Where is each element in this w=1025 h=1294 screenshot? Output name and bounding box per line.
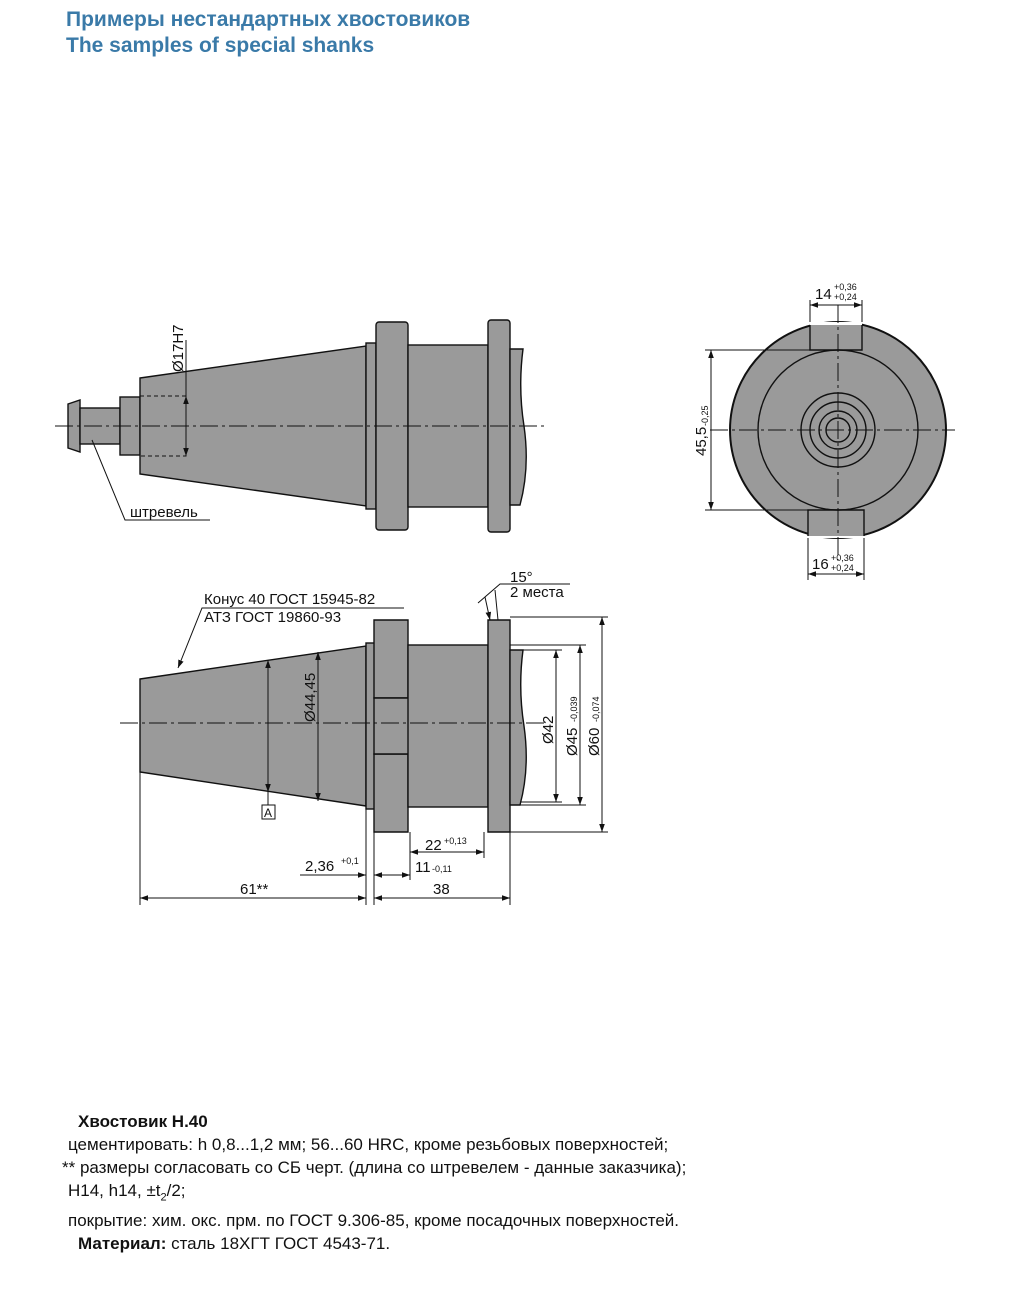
neck-bottom: [407, 644, 489, 808]
cone-bottom: [139, 645, 367, 807]
angle-places: 2 места: [510, 584, 564, 601]
bore-label: Ø17H7: [170, 324, 187, 372]
note-line-2: ** размеры согласовать со СБ черт. (длин…: [62, 1158, 687, 1177]
datum-box: [261, 804, 276, 820]
key-top-dim: 14: [815, 286, 832, 303]
d60-tol: -0,074: [591, 696, 601, 722]
technical-drawing: Ø17H7 штревель 14 +0,36 +0,24 16 +0,36 +…: [55, 282, 955, 905]
flange-right-bottom: [487, 619, 511, 833]
d45-tol: -0,039: [569, 696, 579, 722]
material-line: Материал: сталь 18ХГТ ГОСТ 4543-71.: [78, 1234, 391, 1254]
key-top-tol-low: +0,24: [834, 292, 857, 302]
dim-22-tol: +0,13: [444, 836, 467, 846]
note-line-3: Н14, h14, ±t2/2;: [68, 1181, 186, 1204]
leader-pull-stud: [91, 439, 210, 521]
title-en: The samples of special shanks: [66, 34, 375, 57]
key-bottom-tol-up: +0,36: [831, 553, 854, 563]
side-view-bottom: [139, 619, 527, 833]
dim-236: 2,36: [305, 858, 334, 875]
dim-22: 22: [425, 837, 442, 854]
notes: Хвостовик Н.40 цементировать: h 0,8...1,…: [62, 1110, 686, 1255]
dim-61: 61**: [240, 881, 269, 898]
dim-236-tol: +0,1: [341, 856, 359, 866]
cone-label: Конус 40 ГОСТ 15945-82: [204, 591, 375, 608]
note-line-4: покрытие: хим. окс. прм. по ГОСТ 9.306-8…: [68, 1211, 679, 1231]
d42-label: Ø42: [540, 716, 557, 744]
dim-38: 38: [433, 881, 450, 898]
d45-label: Ø45: [564, 728, 581, 756]
pull-stud-label: штревель: [130, 504, 198, 521]
note-line-1: цементировать: h 0,8...1,2 мм; 56...60 H…: [68, 1135, 669, 1154]
key-bottom-dim: 16: [812, 556, 829, 573]
svg-text:14: 14: [815, 286, 832, 303]
dim-11: 11: [415, 859, 431, 876]
datum-label: A: [264, 806, 272, 820]
notes-heading: Хвостовик Н.40: [78, 1112, 208, 1131]
d60-label: Ø60: [586, 728, 603, 756]
angle-label: 15°: [510, 569, 533, 586]
height-tol: -0,25: [700, 405, 710, 426]
leader-cone: [177, 607, 404, 669]
dim-11-tol: -0,11: [432, 864, 452, 874]
break-body: [509, 348, 527, 506]
cone-label-2: АТЗ ГОСТ 19860-93: [204, 609, 341, 626]
key-top-tol-up: +0,36: [834, 282, 857, 292]
title-ru: Примеры нестандартных хвостовиков: [66, 8, 471, 31]
key-bottom-tol-low: +0,24: [831, 563, 854, 573]
d44-label: Ø44,45: [302, 673, 319, 722]
pull-stud: [67, 399, 81, 453]
height-dim: 45,5: [693, 427, 710, 456]
